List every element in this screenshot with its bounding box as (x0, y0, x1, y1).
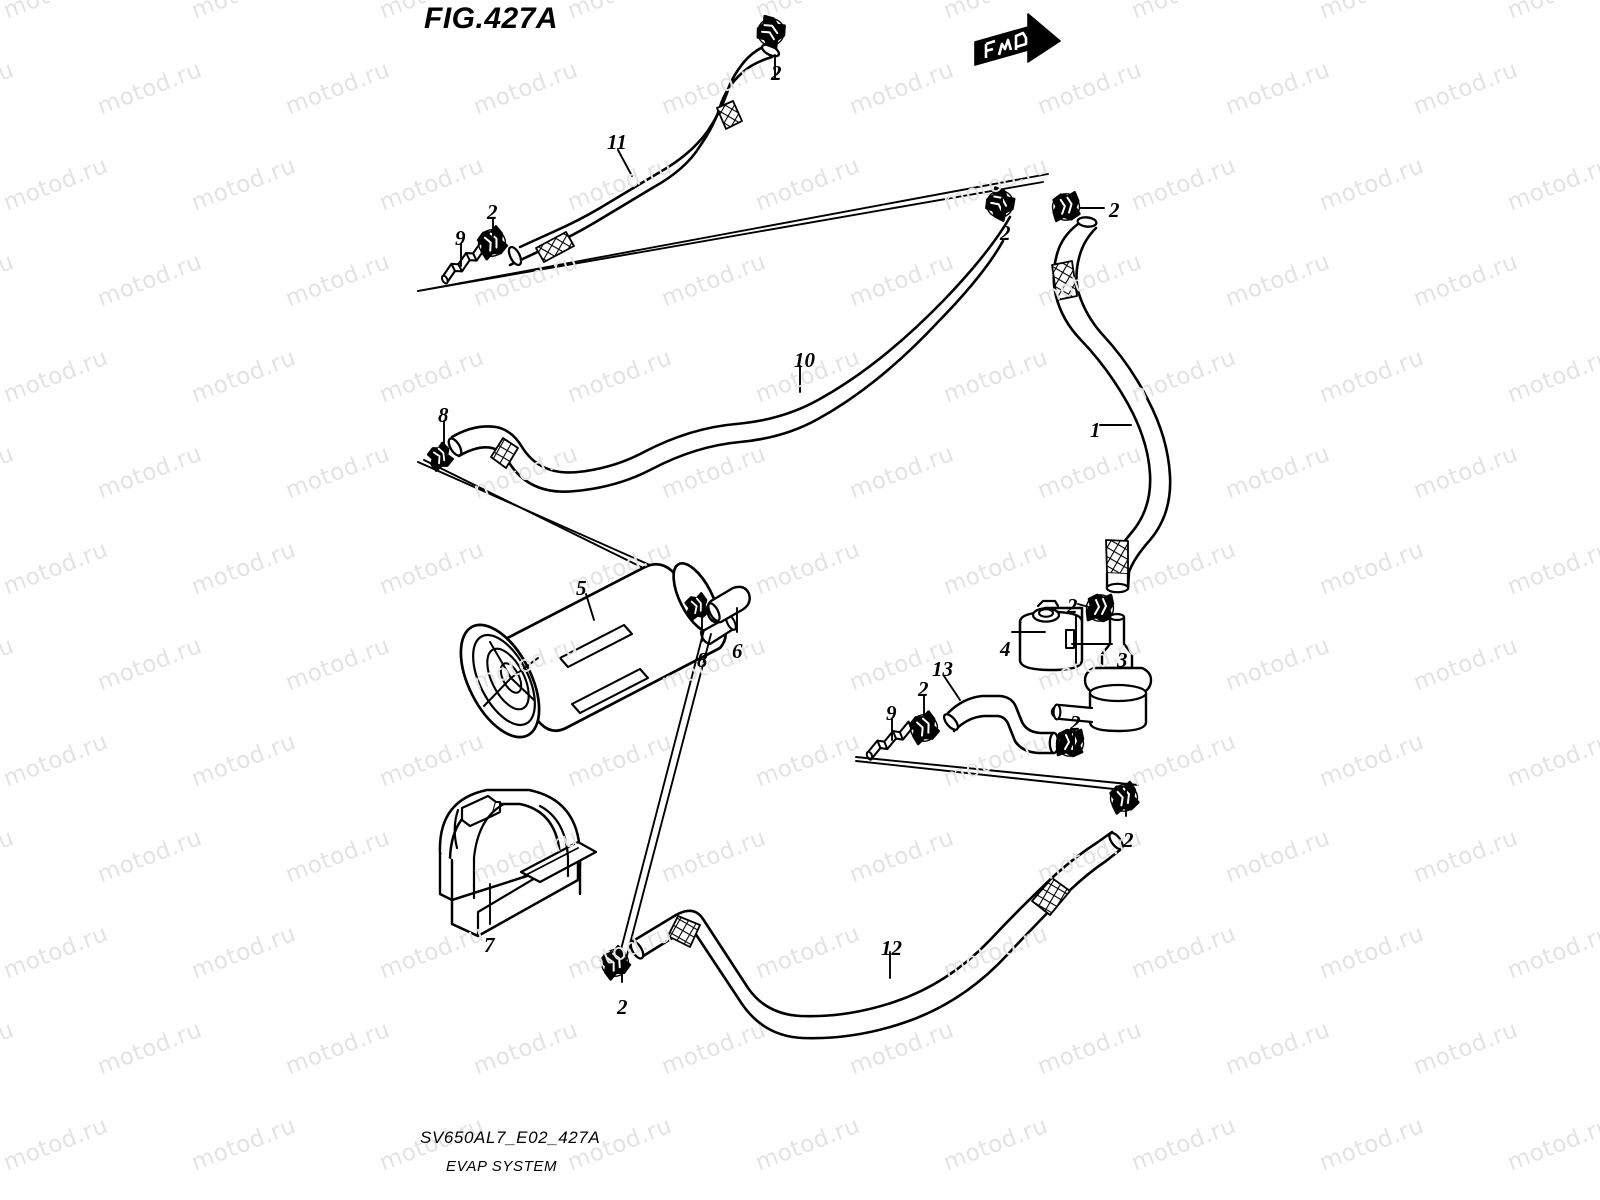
callout-number-hose-clamp-c-2-12-right: 2 (1123, 828, 1134, 852)
cap-6 (706, 585, 751, 624)
fwd-arrow-icon (974, 13, 1061, 66)
leader-line-group-lower-right (855, 756, 1139, 792)
callout-number-hose-clamp-c-2-13-right: 2 (1070, 711, 1081, 735)
figure-title: FIG.427A (424, 2, 559, 35)
callout-number-hose-clamp-c-2-13-left: 2 (918, 677, 929, 701)
callout-number-purge-hose-c-10: 10 (794, 348, 815, 372)
callout-number-purge-hose-main-c-1: 1 (1090, 418, 1101, 442)
callout-number-canister-c-5: 5 (576, 576, 587, 600)
callout-leaders (443, 54, 1132, 983)
canister-5 (459, 562, 737, 739)
system-name: EVAP SYSTEM (446, 1158, 558, 1175)
callout-number-drain-hose-long-c-12: 12 (881, 936, 902, 960)
drain-hose-long-12 (629, 830, 1124, 1040)
callout-number-hose-clamp-c-2-top: 2 (771, 61, 782, 85)
callout-number-hose-clamp-c-2-12-left: 2 (617, 995, 628, 1019)
callout-number-purge-control-valve-c-3: 3 (1117, 648, 1128, 672)
breather-hose-11 (507, 42, 781, 267)
leader-line-group-lower-left (617, 629, 712, 964)
callout-number-hose-clamp-small-c-8-upper: 8 (438, 403, 449, 427)
callout-number-joint-connector-c-9-upper: 9 (455, 226, 466, 250)
callout-number-hose-clamp-c-2-left-upper: 2 (487, 200, 498, 224)
valve-bracket-4 (1018, 599, 1084, 672)
purge-hose-main-1 (1051, 216, 1172, 594)
callout-number-valve-bracket-c-4: 4 (1000, 637, 1011, 661)
callout-number-breather-hose-c-11: 11 (607, 130, 627, 154)
callout-number-hose-clamp-small-c-8-lower: 8 (697, 648, 708, 672)
purge-hose-10 (447, 215, 1012, 493)
callout-number-drain-hose-c-13: 13 (932, 657, 953, 681)
callout-number-cap-c-6: 6 (732, 639, 743, 663)
callout-number-hose-clamp-c-2-right-top: 2 (1109, 198, 1120, 222)
callout-number-canister-holder-c-7: 7 (484, 933, 495, 957)
canister-holder-7 (438, 788, 598, 938)
part-number-code: SV650AL7_E02_427A (420, 1128, 601, 1147)
leader-line-group-upper (417, 173, 1049, 292)
purge-control-valve-3 (1050, 612, 1153, 733)
callout-number-joint-connector-c-9-lower: 9 (886, 701, 897, 725)
callout-number-hose-clamp-c-2-valve-top: 2 (1067, 594, 1078, 618)
callout-number-hose-clamp-c-2-mid-upper: 2 (1000, 221, 1011, 245)
